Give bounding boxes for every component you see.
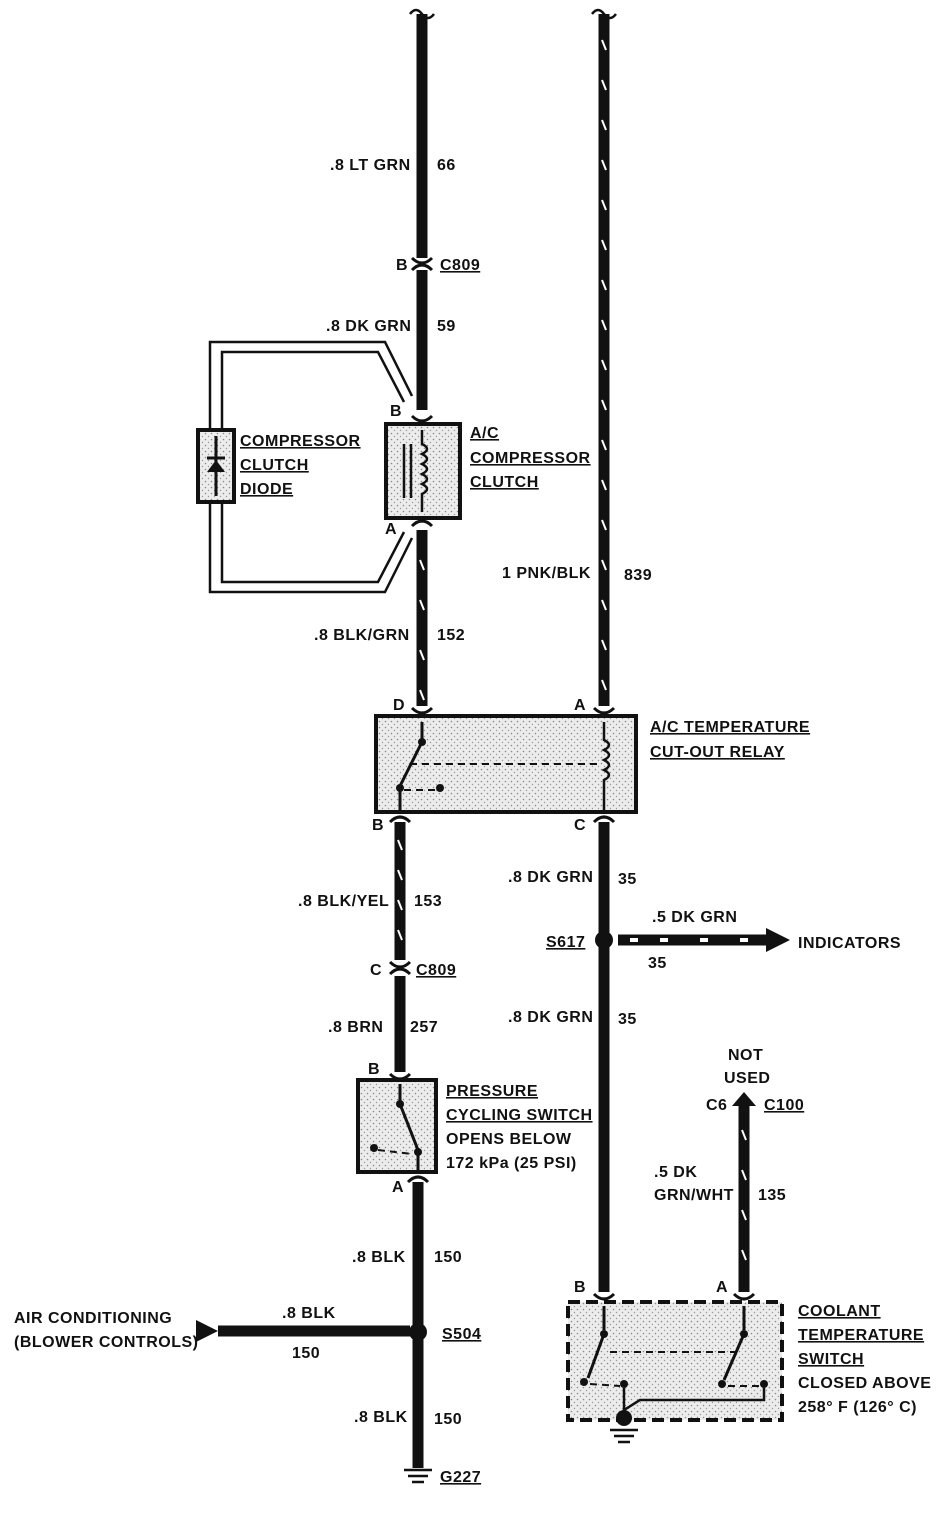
- wire-35b-circuit: 35: [648, 955, 667, 972]
- c809-mid-pin: C: [370, 962, 382, 979]
- clutch-label-3: CLUTCH: [470, 474, 539, 491]
- coolant-label-5: 258° F (126° C): [798, 1399, 917, 1416]
- wire-152: [416, 530, 428, 706]
- not-used-label-2: USED: [724, 1070, 770, 1087]
- wire-135-circuit: 135: [758, 1187, 786, 1204]
- splice-s504: [409, 1323, 427, 1341]
- wire-59-circuit: 59: [437, 318, 456, 335]
- coolant-pin-b: B: [574, 1279, 586, 1296]
- diode-loop-wire: [208, 340, 414, 594]
- connector-c809-mid: [388, 960, 412, 976]
- wire-152-gauge: .8 BLK/GRN: [314, 627, 410, 644]
- pressure-pin-b: B: [368, 1061, 380, 1078]
- c809-top-name: C809: [440, 257, 480, 274]
- relay-label-2: CUT-OUT RELAY: [650, 744, 785, 761]
- wire-66: [409, 8, 435, 258]
- clutch-pin-b: B: [390, 403, 402, 420]
- wire-35c-circuit: 35: [618, 1011, 637, 1028]
- relay-pin-c: C: [574, 817, 586, 834]
- wire-257-circuit: 257: [410, 1019, 438, 1036]
- coolant-pin-a: A: [716, 1279, 728, 1296]
- wire-150c-gauge: .8 BLK: [354, 1409, 408, 1426]
- wire-150c-circuit: 150: [434, 1411, 462, 1428]
- coolant-label-2: TEMPERATURE: [798, 1327, 924, 1344]
- c809-top-pin: B: [396, 257, 408, 274]
- diode-label-1: COMPRESSOR: [240, 433, 361, 450]
- s504-label: S504: [442, 1326, 481, 1343]
- relay-pin-b: B: [372, 817, 384, 834]
- pressure-pin-a: A: [392, 1179, 404, 1196]
- wire-135-gauge-2: GRN/WHT: [654, 1187, 734, 1204]
- wire-135: [732, 1092, 756, 1292]
- blower-controls-input: [196, 1320, 410, 1342]
- ground-g227: [404, 1468, 432, 1484]
- clutch-pin-a: A: [385, 521, 397, 538]
- clutch-label-1: A/C: [470, 425, 499, 442]
- wire-839-gauge: 1 PNK/BLK: [502, 565, 591, 582]
- diode-label-2: CLUTCH: [240, 457, 309, 474]
- wire-150a-gauge: .8 BLK: [352, 1249, 406, 1266]
- air-conditioning-label-2: (BLOWER CONTROLS): [14, 1334, 198, 1351]
- wire-35-indicators: [618, 928, 790, 952]
- not-used-label-1: NOT: [728, 1047, 763, 1064]
- wire-839-circuit: 839: [624, 567, 652, 584]
- pressure-label-4: 172 kPa (25 PSI): [446, 1155, 577, 1172]
- wire-153: [394, 822, 406, 960]
- wire-66-gauge: .8 LT GRN: [330, 157, 411, 174]
- pressure-label-1: PRESSURE: [446, 1083, 538, 1100]
- pressure-label-3: OPENS BELOW: [446, 1131, 572, 1148]
- wire-35c-gauge: .8 DK GRN: [508, 1009, 593, 1026]
- wire-35a-gauge: .8 DK GRN: [508, 869, 593, 886]
- connector-c809-top: [410, 256, 434, 272]
- wire-150b-gauge: .8 BLK: [282, 1305, 336, 1322]
- wire-152-circuit: 152: [437, 627, 465, 644]
- c100-pin: C6: [706, 1097, 727, 1114]
- s617-label: S617: [546, 934, 585, 951]
- clutch-label-2: COMPRESSOR: [470, 450, 591, 467]
- relay-pin-d: D: [393, 697, 405, 714]
- ac-temperature-cutout-relay: [374, 706, 638, 824]
- wire-150a-circuit: 150: [434, 1249, 462, 1266]
- wire-839: [591, 8, 617, 706]
- wire-150b-circuit: 150: [292, 1345, 320, 1362]
- wire-257-gauge: .8 BRN: [328, 1019, 383, 1036]
- wire-153-circuit: 153: [414, 893, 442, 910]
- c100-name: C100: [764, 1097, 804, 1114]
- wire-153-gauge: .8 BLK/YEL: [298, 893, 389, 910]
- splice-s617: [595, 931, 613, 949]
- g227-label: G227: [440, 1469, 481, 1486]
- wire-59-gauge: .8 DK GRN: [326, 318, 411, 335]
- pressure-label-2: CYCLING SWITCH: [446, 1107, 593, 1124]
- ac-compressor-clutch: [384, 414, 462, 528]
- coolant-temperature-switch: [566, 1292, 784, 1444]
- relay-pin-a: A: [574, 697, 586, 714]
- compressor-clutch-diode: [196, 428, 236, 504]
- air-conditioning-label-1: AIR CONDITIONING: [14, 1310, 172, 1327]
- indicators-label: INDICATORS: [798, 935, 901, 952]
- coolant-label-4: CLOSED ABOVE: [798, 1375, 931, 1392]
- diode-label-3: DIODE: [240, 481, 293, 498]
- coolant-label-1: COOLANT: [798, 1303, 881, 1320]
- coolant-label-3: SWITCH: [798, 1351, 864, 1368]
- wire-35a-circuit: 35: [618, 871, 637, 888]
- wire-35b-gauge: .5 DK GRN: [652, 909, 737, 926]
- wire-66-circuit: 66: [437, 157, 456, 174]
- pressure-cycling-switch: [356, 1072, 438, 1184]
- wire-135-gauge-1: .5 DK: [654, 1164, 697, 1181]
- relay-label-1: A/C TEMPERATURE: [650, 719, 810, 736]
- c809-mid-name: C809: [416, 962, 456, 979]
